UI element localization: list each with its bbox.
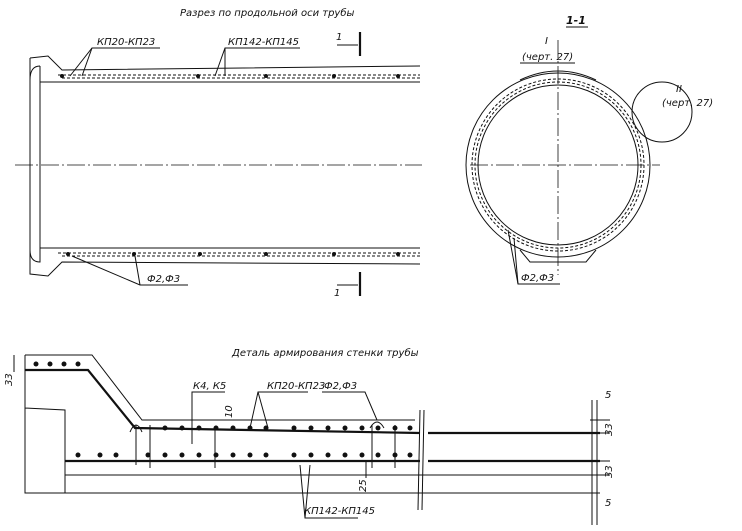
pipe-bell xyxy=(29,65,41,263)
svg-text:1: 1 xyxy=(336,32,342,43)
callout-i-number: I xyxy=(545,36,548,47)
detail-label-f2-f3: Ф2,Ф3 xyxy=(324,381,357,392)
cross-section-title: 1-1 xyxy=(566,14,586,27)
wall-detail: Деталь армирования стенки трубы К4, К5 К… xyxy=(4,347,615,525)
longitudinal-section-title: Разрез по продольной оси трубы xyxy=(180,7,355,19)
label-kp20-kp23: КП20-КП23 xyxy=(97,37,155,48)
callout-ii-ref: (черт. 27) xyxy=(662,98,713,109)
svg-text:1: 1 xyxy=(334,288,340,299)
detail-label-k4-k5: К4, К5 xyxy=(193,381,226,392)
cross-label-f2-f3: Ф2,Ф3 xyxy=(521,273,554,284)
label-kp142-kp145: КП142-КП145 xyxy=(228,37,299,48)
longitudinal-section: Разрез по продольной оси трубы КП20-КП23… xyxy=(15,7,422,299)
wall-detail-title: Деталь армирования стенки трубы xyxy=(231,347,419,359)
detail-bell xyxy=(24,355,600,494)
pipe-outline xyxy=(29,55,421,277)
detail-label-kp20-kp23: КП20-КП23 xyxy=(267,381,325,392)
dim-25: 25 xyxy=(358,479,369,492)
callout-ii-number: II xyxy=(676,84,682,95)
detail-outer-profile xyxy=(25,354,415,421)
dim-10: 10 xyxy=(224,405,235,418)
dim-left-33: 33 xyxy=(4,373,15,386)
dim-top-5: 5 xyxy=(605,390,611,401)
detail-reinforcement xyxy=(25,368,421,463)
detail-ii-circle xyxy=(631,81,693,143)
dim-upper-33: 33 xyxy=(604,423,615,436)
callout-i-ref: (черт. 27) xyxy=(522,52,573,63)
label-f2-f3: Ф2,Ф3 xyxy=(147,274,180,285)
cross-section: 1-1 I (черт. 27) II (черт. 27) Ф2,Ф3 xyxy=(465,14,713,285)
dim-lower-33: 33 xyxy=(604,465,615,478)
dim-bottom-5: 5 xyxy=(605,498,611,509)
detail-label-kp142-kp145: КП142-КП145 xyxy=(304,506,375,517)
